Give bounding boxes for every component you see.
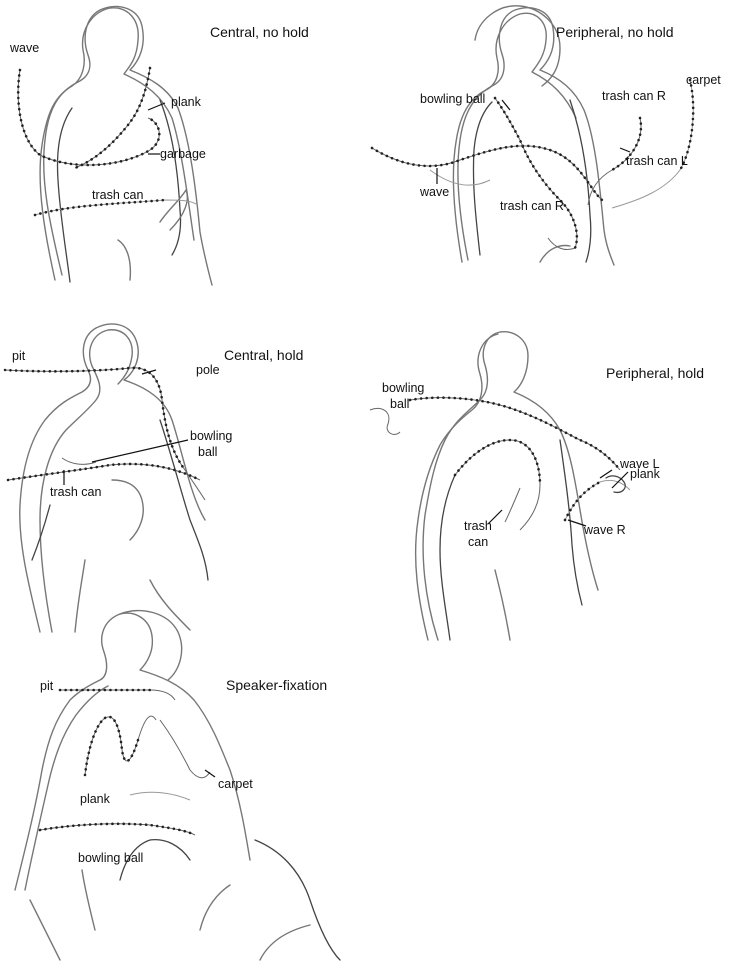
label-plank: plank bbox=[630, 467, 661, 481]
panel-central-hold: Central, hold pit pole bowling ball tras… bbox=[5, 324, 303, 632]
label-ball: ball bbox=[390, 397, 409, 411]
label-trash-can-l: trash can L bbox=[626, 154, 688, 168]
label-wave: wave bbox=[9, 41, 39, 55]
label-trash-can-r-top: trash can R bbox=[602, 89, 666, 103]
label-bowling: bowling bbox=[190, 429, 232, 443]
label-can: can bbox=[468, 535, 488, 549]
panel-title: Central, hold bbox=[224, 347, 303, 363]
label-carpet: carpet bbox=[218, 777, 253, 791]
label-trash: trash bbox=[464, 519, 492, 533]
label-trash-can: trash can bbox=[50, 485, 101, 499]
label-trash-can-r-bottom: trash can R bbox=[500, 199, 564, 213]
label-garbage: garbage bbox=[160, 147, 206, 161]
panel-title: Central, no hold bbox=[210, 24, 309, 40]
speaker-silhouette bbox=[416, 332, 598, 640]
label-bowling: bowling bbox=[382, 381, 424, 395]
speaker-silhouette bbox=[15, 611, 340, 960]
label-wave: wave bbox=[419, 185, 449, 199]
panel-central-no-hold: Central, no hold wave plank garbage tras… bbox=[9, 7, 309, 285]
label-pit: pit bbox=[40, 679, 54, 693]
speaker-silhouette bbox=[20, 324, 208, 632]
label-trash-can: trash can bbox=[92, 188, 143, 202]
label-wave-r: wave R bbox=[583, 523, 626, 537]
speaker-silhouette bbox=[453, 6, 614, 265]
label-pole: pole bbox=[196, 363, 220, 377]
panel-title: Peripheral, no hold bbox=[556, 24, 674, 40]
trajectory bbox=[18, 70, 159, 165]
label-plank: plank bbox=[80, 792, 111, 806]
speaker-silhouette bbox=[40, 7, 212, 285]
panel-speaker-fixation: Speaker-fixation pit carpet plank bowlin… bbox=[15, 611, 340, 960]
label-plank: plank bbox=[171, 95, 202, 109]
panel-title: Speaker-fixation bbox=[226, 677, 327, 693]
label-bowling-ball: bowling ball bbox=[78, 851, 143, 865]
panel-title: Peripheral, hold bbox=[606, 365, 704, 381]
label-carpet: carpet bbox=[686, 73, 721, 87]
label-pit: pit bbox=[12, 349, 26, 363]
trajectory-points bbox=[18, 70, 159, 165]
label-bowling-ball: bowling ball bbox=[420, 92, 485, 106]
panel-peripheral-no-hold: Peripheral, no hold bowling ball trash c… bbox=[372, 6, 721, 265]
panel-peripheral-hold: Peripheral, hold bowling ball wave L pla… bbox=[370, 332, 704, 640]
label-ball: ball bbox=[198, 445, 217, 459]
